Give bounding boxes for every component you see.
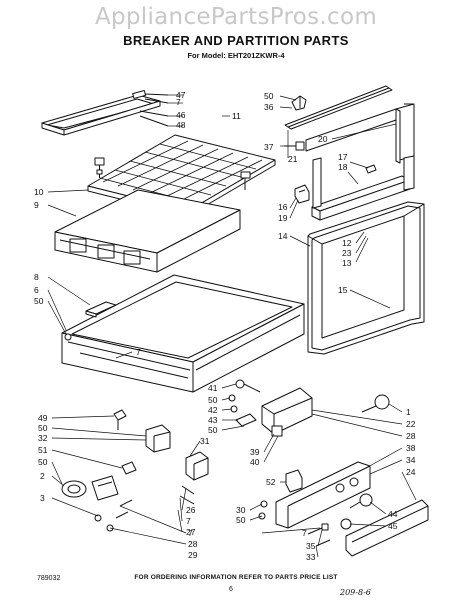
part-bar-21 xyxy=(284,85,393,130)
callout-c42: 42 xyxy=(208,405,218,415)
callout-c51: 51 xyxy=(38,445,48,455)
part-block-51 xyxy=(121,461,137,475)
document-number: 789032 xyxy=(37,575,61,582)
callout-c50c: 50 xyxy=(208,395,218,405)
callout-c43: 43 xyxy=(208,415,218,425)
callout-c17: 17 xyxy=(338,152,348,162)
part-knob-52 xyxy=(285,469,303,493)
callout-c14: 14 xyxy=(278,231,288,241)
part-partition-20 xyxy=(305,103,415,164)
callout-c18: 18 xyxy=(338,162,348,172)
callout-c1: 1 xyxy=(406,407,411,417)
callout-c7c: 7 xyxy=(186,516,191,526)
callout-c27: 27 xyxy=(186,527,196,537)
part-partition-frame-14 xyxy=(307,201,425,355)
part-control-plate-34 xyxy=(275,461,371,529)
part-bracket-16 xyxy=(294,184,310,204)
callout-c22: 22 xyxy=(406,419,416,429)
callout-c3: 3 xyxy=(40,493,45,503)
callout-c30: 30 xyxy=(236,505,246,515)
callout-c40: 40 xyxy=(250,457,260,467)
watermark: AppliancePartsPros.com xyxy=(94,4,378,30)
part-trim-24 xyxy=(345,499,429,557)
callout-c7d: 7 xyxy=(302,528,307,538)
part-top-bar xyxy=(41,94,161,136)
callout-c24: 24 xyxy=(406,467,416,477)
callout-c35: 35 xyxy=(306,541,316,551)
callout-c11: 11 xyxy=(232,111,241,121)
part-coil-2 xyxy=(61,475,119,501)
callout-c15: 15 xyxy=(338,285,348,295)
callout-c37: 37 xyxy=(264,142,274,152)
page-title: BREAKER AND PARTITION PARTS xyxy=(123,33,349,48)
part-screw-17 xyxy=(365,164,377,174)
callout-c31: 31 xyxy=(200,436,210,446)
handwritten-note: 209-8-6 xyxy=(340,588,371,597)
callout-c33: 33 xyxy=(306,552,316,562)
callout-c50d: 50 xyxy=(208,425,218,435)
part-clip-49 xyxy=(113,409,127,430)
part-panel-18 xyxy=(311,155,415,221)
part-clip-47 xyxy=(132,90,169,127)
callout-c45: 45 xyxy=(388,521,398,531)
part-frame-6 xyxy=(61,274,305,393)
callout-c49: 49 xyxy=(38,413,48,423)
callout-c12: 12 xyxy=(342,238,352,248)
callout-c50a: 50 xyxy=(264,91,274,101)
callout-c7e: 7 xyxy=(188,528,193,538)
callout-c50e: 50 xyxy=(38,423,48,433)
callout-c26: 26 xyxy=(186,505,196,515)
part-clip-36 xyxy=(291,95,307,111)
callout-c29: 29 xyxy=(188,550,198,560)
callout-c13: 13 xyxy=(342,258,352,268)
page-number: 6 xyxy=(229,586,233,593)
part-plate-8 xyxy=(85,301,117,318)
callout-c46: 46 xyxy=(176,110,186,120)
callout-c38: 38 xyxy=(406,443,416,453)
callout-c6: 6 xyxy=(34,285,39,295)
callout-c52: 52 xyxy=(266,477,276,487)
leader-lines xyxy=(47,94,417,558)
callout-c50b: 50 xyxy=(34,296,44,306)
part-screw-50-left xyxy=(64,333,72,341)
callout-c48: 48 xyxy=(176,120,186,130)
part-thermostat-22 xyxy=(261,387,390,437)
callout-c20: 20 xyxy=(318,134,328,144)
part-screw-37 xyxy=(284,141,305,151)
callout-c2: 2 xyxy=(40,471,45,481)
callout-c36: 36 xyxy=(264,102,274,112)
callout-c50f: 50 xyxy=(38,457,48,467)
callout-c50g: 50 xyxy=(236,515,246,525)
callout-c21: 21 xyxy=(288,154,298,164)
ordering-info-footer: FOR ORDERING INFORMATION REFER TO PARTS … xyxy=(134,574,338,581)
part-bulb-44 xyxy=(340,493,373,530)
callout-c41: 41 xyxy=(208,383,218,393)
callout-c28: 28 xyxy=(406,431,416,441)
callout-c9: 9 xyxy=(34,200,39,210)
callout-c28b: 28 xyxy=(188,539,198,549)
callout-c7a: 7 xyxy=(176,97,181,107)
callout-c7b: 7 xyxy=(136,347,141,357)
callout-c23: 23 xyxy=(342,248,352,258)
part-switch-32 xyxy=(145,424,171,453)
part-tray-9 xyxy=(54,189,241,273)
callout-c44: 44 xyxy=(388,509,398,519)
callout-c47a: 47 xyxy=(176,90,186,100)
part-hardware-41 xyxy=(228,379,261,427)
model-subtitle: For Model: EHT201ZKWR-4 xyxy=(187,51,285,60)
callout-c39: 39 xyxy=(250,447,260,457)
callout-c16: 16 xyxy=(278,202,288,212)
callout-c10: 10 xyxy=(34,187,44,197)
part-switch-31 xyxy=(179,451,209,505)
callout-c8: 8 xyxy=(34,272,39,282)
callout-c32: 32 xyxy=(38,433,48,443)
callout-c34: 34 xyxy=(406,455,416,465)
callout-c19: 19 xyxy=(278,213,288,223)
part-screw-48 xyxy=(94,157,105,178)
